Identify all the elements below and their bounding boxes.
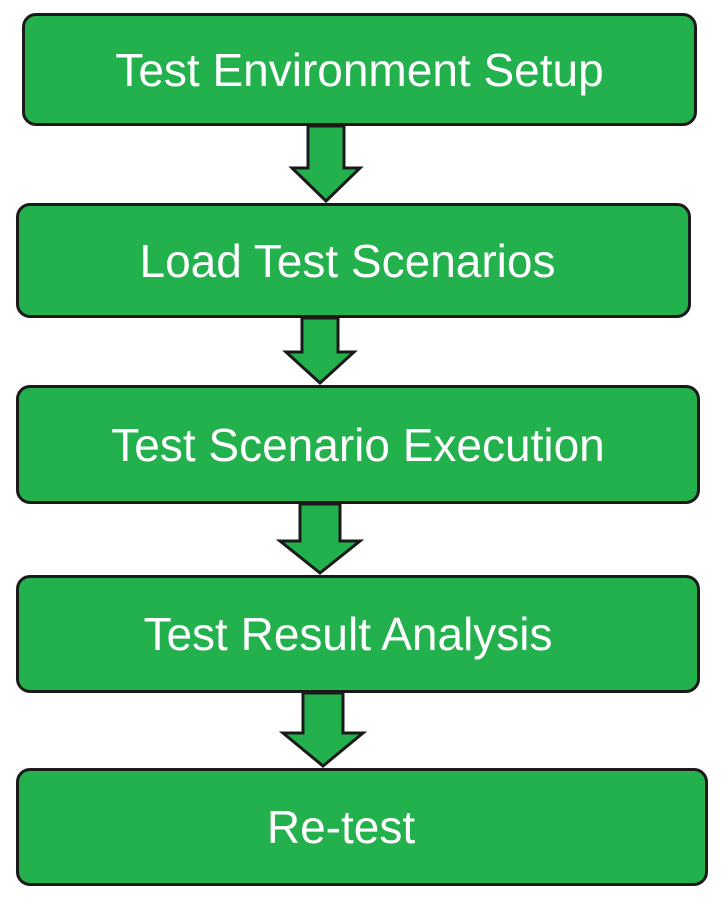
step-label: Load Test Scenarios	[139, 234, 556, 287]
step-box-re-test: Re-test	[16, 768, 708, 886]
step-box-load-test-scenarios: Load Test Scenarios	[16, 203, 691, 318]
step-box-test-result-analysis: Test Result Analysis	[16, 575, 700, 693]
step-label: Test Scenario Execution	[111, 418, 605, 471]
down-arrow-icon	[278, 691, 368, 768]
step-label: Test Result Analysis	[143, 608, 553, 660]
step-label: Test Environment Setup	[115, 43, 604, 96]
step-label: Re-test	[266, 801, 416, 853]
step-box-test-scenario-execution: Test Scenario Execution	[16, 385, 700, 504]
down-arrow-icon	[288, 124, 364, 204]
down-arrow-icon	[275, 502, 365, 575]
down-arrow-icon	[282, 316, 358, 386]
step-box-test-environment-setup: Test Environment Setup	[22, 13, 697, 126]
